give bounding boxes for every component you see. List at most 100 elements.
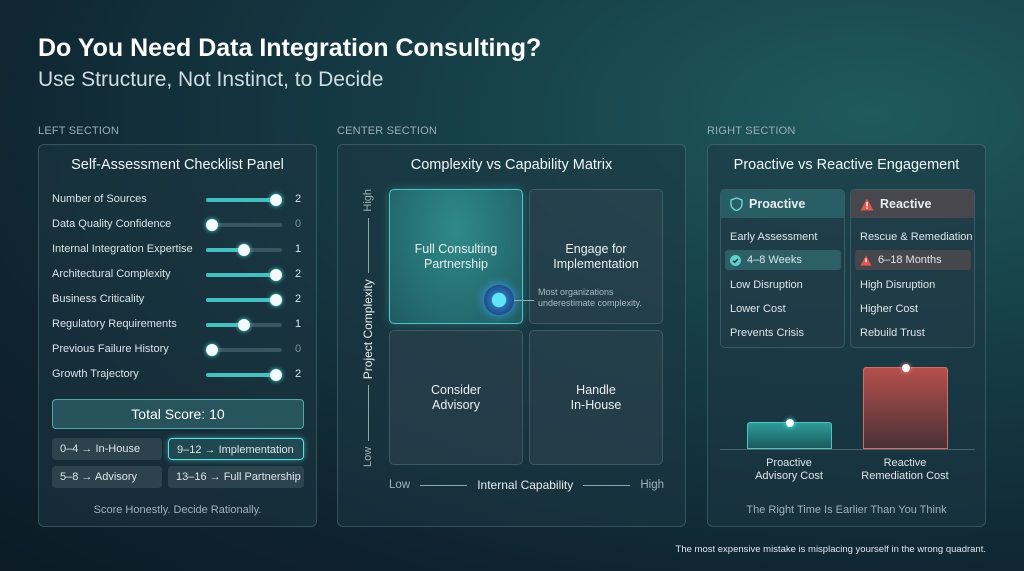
- reactive-item: Higher Cost: [860, 303, 919, 315]
- slider-knob[interactable]: [270, 294, 282, 306]
- range-implementation: 9–12 → Implementation: [168, 438, 304, 460]
- proactive-item: Lower Cost: [730, 303, 786, 315]
- checklist-item-value: 2: [295, 193, 302, 205]
- slider-knob[interactable]: [270, 369, 282, 381]
- slider-fill: [206, 323, 244, 327]
- position-marker: [484, 285, 514, 315]
- checklist-item-value: 2: [295, 293, 302, 305]
- slider-knob[interactable]: [238, 244, 250, 256]
- range-in-house: 0–4 → In-House: [52, 438, 162, 460]
- slider-knob[interactable]: [206, 219, 218, 231]
- proactive-item: Prevents Crisis: [730, 327, 804, 339]
- checklist-item-value: 1: [295, 318, 302, 330]
- reactive-card: Reactive Rescue & Remediation 6–18 Month…: [850, 189, 975, 348]
- score-slider[interactable]: [206, 244, 282, 256]
- checklist-item-label: Data Quality Confidence: [52, 218, 172, 230]
- score-slider[interactable]: [206, 344, 282, 356]
- reactive-item: Rebuild Trust: [860, 327, 925, 339]
- score-slider[interactable]: [206, 194, 282, 206]
- checklist-item-value: 2: [295, 268, 302, 280]
- score-slider[interactable]: [206, 319, 282, 331]
- checklist-item-label: Growth Trajectory: [52, 368, 139, 380]
- warning-icon: [860, 198, 874, 210]
- slider-fill: [206, 298, 282, 302]
- checklist-item-label: Previous Failure History: [52, 343, 169, 355]
- checklist-item-value: 0: [295, 343, 302, 355]
- score-slider[interactable]: [206, 219, 282, 231]
- checklist-item-label: Business Criticality: [52, 293, 145, 305]
- warning-icon: [860, 254, 872, 266]
- y-axis-label: Project Complexity: [361, 279, 375, 380]
- engagement-footer: The Right Time Is Earlier Than You Think: [746, 504, 947, 516]
- reactive-item: Rescue & Remediation: [860, 231, 973, 243]
- checklist-item-value: 2: [295, 368, 302, 380]
- bar-marker: [785, 418, 794, 427]
- x-axis: Low Internal Capability High: [389, 478, 664, 492]
- checklist-item: Previous Failure History 0: [52, 342, 304, 358]
- y-axis: Low Project Complexity High: [356, 189, 380, 467]
- reactive-cost-bar: [863, 364, 948, 449]
- engagement-title: Proactive vs Reactive Engagement: [733, 157, 960, 173]
- slider-knob[interactable]: [270, 194, 282, 206]
- slider-fill: [206, 248, 244, 252]
- checklist-item-label: Number of Sources: [52, 193, 147, 205]
- engagement-panel: Proactive vs Reactive Engagement Proacti…: [707, 144, 986, 527]
- callout-text: Most organizations underestimate complex…: [538, 287, 642, 308]
- reactive-duration: 6–18 Months: [860, 254, 942, 266]
- shield-icon: [730, 197, 743, 211]
- checklist-item: Number of Sources 2: [52, 192, 304, 208]
- quadrant-in-house: Handle In-House: [529, 330, 663, 465]
- proactive-cost-label: Proactive Advisory Cost: [755, 457, 823, 482]
- reactive-item: High Disruption: [860, 279, 936, 291]
- reactive-title: Reactive: [880, 197, 932, 211]
- matrix-title: Complexity vs Capability Matrix: [410, 157, 613, 173]
- page-subtitle: Use Structure, Not Instinct, to Decide: [38, 68, 384, 91]
- slider-knob[interactable]: [238, 319, 250, 331]
- page-footer: The most expensive mistake is misplacing…: [675, 544, 986, 555]
- range-full-partnership: 13–16 → Full Partnership: [168, 466, 304, 488]
- checklist-title: Self-Assessment Checklist Panel: [71, 157, 284, 173]
- checklist-item: Regulatory Requirements 1: [52, 317, 304, 333]
- section-label-left: LEFT SECTION: [38, 125, 120, 137]
- quadrant-advisory: Consider Advisory: [389, 330, 523, 465]
- checklist-item-label: Architectural Complexity: [52, 268, 171, 280]
- total-score: Total Score: 10: [52, 399, 304, 429]
- bar-marker: [901, 364, 910, 372]
- checklist-item: Internal Integration Expertise 1: [52, 242, 304, 258]
- slider-fill: [206, 198, 282, 202]
- proactive-cost-bar: [747, 418, 832, 449]
- checklist-item-label: Regulatory Requirements: [52, 318, 177, 330]
- checklist-item-value: 1: [295, 243, 302, 255]
- reactive-highlight: [855, 250, 971, 270]
- slider-fill: [206, 273, 282, 277]
- check-circle-icon: [730, 254, 741, 266]
- section-label-center: CENTER SECTION: [337, 125, 437, 137]
- y-axis-high: High: [362, 189, 374, 212]
- slider-fill: [206, 373, 282, 377]
- slider-knob[interactable]: [206, 344, 218, 356]
- quadrant-full-consulting: Full Consulting Partnership: [389, 189, 523, 324]
- proactive-card: Proactive Early Assessment 4–8 Weeks Low…: [720, 189, 845, 348]
- bar-baseline: [720, 449, 975, 450]
- checklist-item-value: 0: [295, 218, 302, 230]
- page-title: Do You Need Data Integration Consulting?: [38, 34, 542, 62]
- quadrant-implementation: Engage for Implementation: [529, 189, 663, 324]
- proactive-duration: 4–8 Weeks: [730, 254, 802, 266]
- checklist-item: Data Quality Confidence 0: [52, 217, 304, 233]
- x-axis-low: Low: [389, 479, 411, 491]
- checklist-panel: Self-Assessment Checklist Panel Number o…: [38, 144, 317, 527]
- matrix-panel: Complexity vs Capability Matrix Full Con…: [337, 144, 686, 527]
- checklist-item: Architectural Complexity 2: [52, 267, 304, 283]
- range-advisory: 5–8 → Advisory: [52, 466, 162, 488]
- score-slider[interactable]: [206, 294, 282, 306]
- score-slider[interactable]: [206, 369, 282, 381]
- proactive-item: Early Assessment: [730, 231, 818, 243]
- proactive-highlight: [725, 250, 841, 270]
- checklist-item-label: Internal Integration Expertise: [52, 243, 193, 255]
- proactive-title: Proactive: [749, 197, 806, 211]
- y-axis-low: Low: [362, 446, 374, 467]
- callout-line: [514, 300, 534, 301]
- checklist-footer: Score Honestly. Decide Rationally.: [93, 504, 262, 516]
- slider-knob[interactable]: [270, 269, 282, 281]
- score-slider[interactable]: [206, 269, 282, 281]
